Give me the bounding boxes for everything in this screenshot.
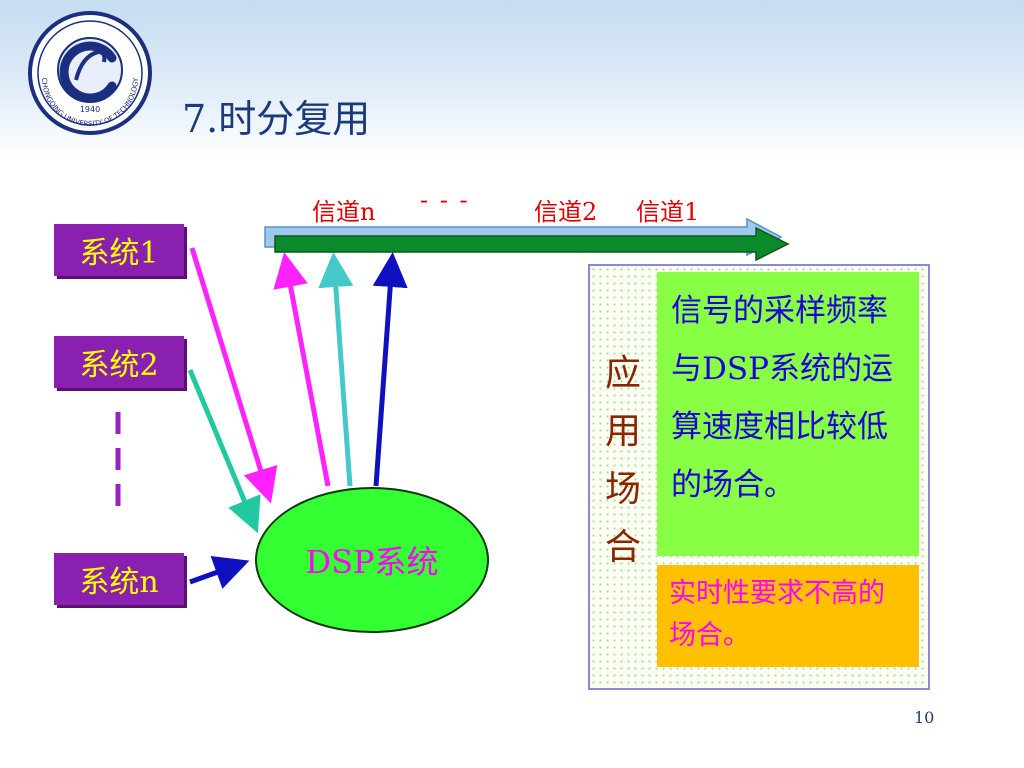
output-arrow-channel-1: [372, 252, 408, 487]
output-arrow-channel-n: [273, 252, 331, 487]
university-logo: CHONGQING UNIVERSITY OF TECHNOLOGY 1940: [28, 11, 152, 135]
system-2-box: 系统2: [54, 336, 184, 388]
application-heading-char: 合: [604, 527, 641, 568]
dsp-system-node: DSP系统: [255, 487, 489, 633]
application-heading-char: 场: [604, 469, 641, 510]
input-arrow-system1: [189, 247, 278, 504]
page-number: 10: [914, 708, 935, 727]
channel-n-label: 信道n: [312, 198, 376, 226]
channel-ellipsis: - - -: [420, 186, 470, 214]
dsp-system-label: DSP系统: [305, 543, 439, 581]
application-heading-char: 应: [604, 353, 641, 394]
low-sampling-rate-case: 信号的采样频率与DSP系统的运算速度相比较低的场合。: [657, 272, 919, 556]
system-1-box: 系统1: [54, 224, 184, 276]
low-realtime-case: 实时性要求不高的场合。: [657, 565, 919, 667]
logo-year: 1940: [80, 105, 100, 114]
application-heading: 应 用 场 合: [598, 345, 648, 577]
output-arrow-channel-2: [318, 252, 354, 487]
slide-title: 7.时分复用: [182, 97, 371, 141]
channel-2-label: 信道2: [534, 198, 598, 226]
header-band: [0, 0, 1024, 160]
timeline-arrow: [264, 217, 790, 262]
channel-1-label: 信道1: [636, 198, 700, 226]
application-heading-char: 用: [604, 411, 641, 452]
input-arrow-systemn: [189, 556, 250, 589]
system-n-box: 系统n: [54, 553, 184, 605]
input-arrow-system2: [187, 369, 261, 534]
